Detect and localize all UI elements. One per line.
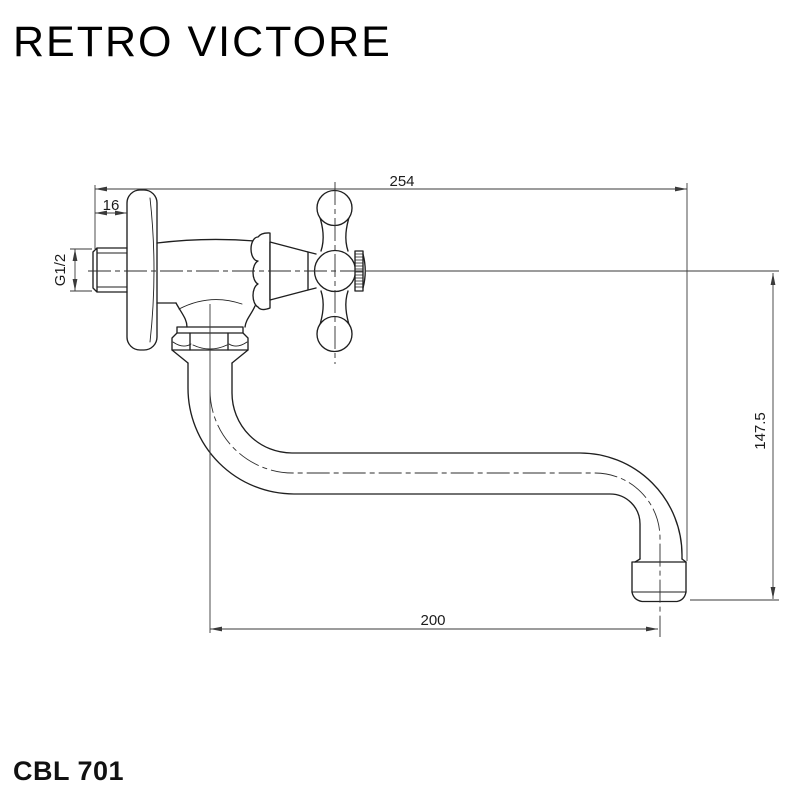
dimension-label-200: 200 — [420, 612, 445, 629]
dimension-annotations: 254 16 G1/2 — [52, 173, 779, 633]
dimension-thread-size: G1/2 — [52, 248, 92, 292]
dimension-overall-depth: 254 — [94, 173, 688, 561]
page-title: RETRO VICTORE — [13, 18, 392, 66]
handle-ball-bottom — [316, 315, 353, 353]
dimension-spout-reach: 200 — [209, 304, 658, 633]
dimension-spout-height: 147.5 — [365, 270, 779, 601]
dimension-label-16: 16 — [103, 197, 120, 214]
wall-flange — [126, 189, 158, 351]
swivel-spout — [187, 362, 683, 560]
dimension-thread-length: 16 — [95, 197, 127, 216]
inlet-thread-connector — [92, 247, 128, 293]
centerlines — [88, 182, 661, 637]
product-code: CBL 701 — [13, 756, 125, 786]
spout-aerator — [631, 558, 687, 603]
dimension-label-254: 254 — [389, 173, 414, 190]
spout-centerline — [209, 389, 661, 637]
faucet-outline — [92, 189, 687, 603]
dimension-label-g12: G1/2 — [52, 254, 69, 287]
valve-body — [156, 238, 256, 328]
handle-ball-top — [316, 189, 353, 227]
dimension-label-147-5: 147.5 — [752, 412, 769, 450]
